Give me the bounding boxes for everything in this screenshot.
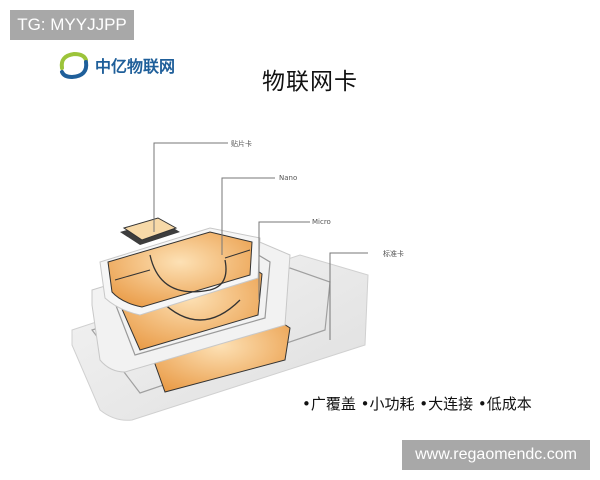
feature-list: •广覆盖 •小功耗 •大连接 •低成本: [302, 395, 532, 413]
label-micro: Micro: [312, 218, 331, 226]
watermark: www.regaomendc.com: [402, 440, 590, 470]
brand-logo: 中亿物联网: [56, 50, 175, 80]
tag-label: TG: MYYJJPP: [10, 10, 134, 40]
leader-lines: [153, 142, 368, 340]
label-nano: Nano: [279, 174, 298, 182]
page-title: 物联网卡: [262, 69, 358, 95]
label-standard: 标准卡: [383, 250, 404, 258]
logo-text: 中亿物联网: [95, 57, 176, 76]
embedded-sim-chip: [120, 217, 180, 245]
logo-swirl-icon: [59, 51, 89, 80]
label-embedded: 贴片卡: [231, 140, 252, 148]
